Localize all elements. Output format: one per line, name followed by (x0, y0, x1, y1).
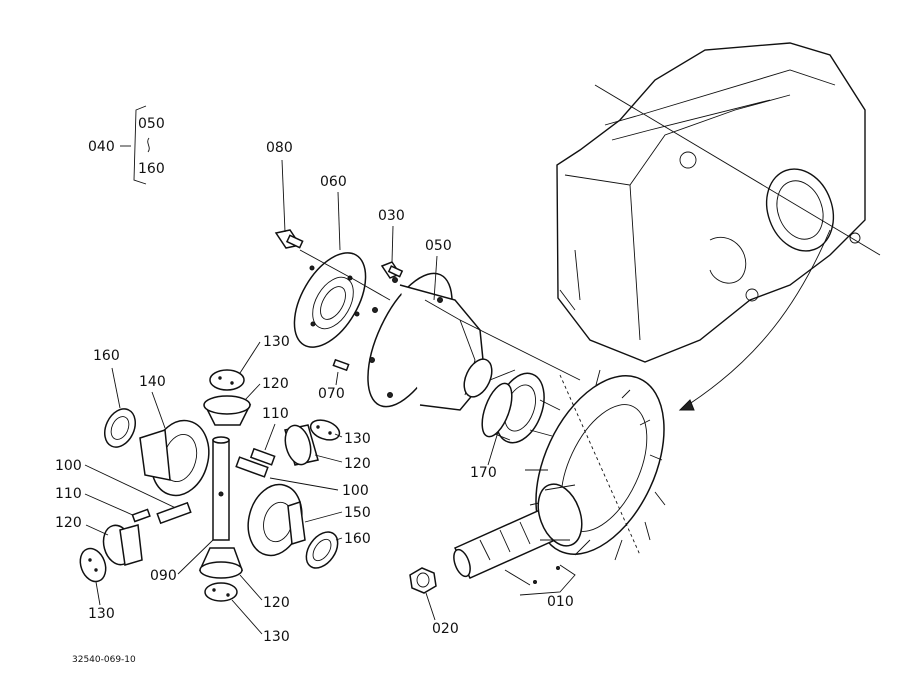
pinion-shaft-icon (212, 436, 230, 541)
label-130-bottom: 130 (263, 629, 290, 645)
pinion-shaft-icon (453, 483, 583, 579)
label-100-left: 100 (55, 458, 82, 474)
label-160-group: 160 (138, 161, 165, 177)
label-050: 050 (425, 238, 452, 254)
label-160-right: 160 (344, 531, 371, 547)
bevel-gear-icon (203, 395, 252, 426)
differential-case-icon (367, 272, 493, 411)
pin-icon (156, 501, 192, 525)
flange-icon (293, 252, 367, 348)
bevel-gear-icon (247, 483, 306, 557)
nut-icon (409, 567, 437, 594)
label-090: 090 (150, 568, 177, 584)
label-120-mid: 120 (344, 456, 371, 472)
bolt-icon (380, 261, 404, 279)
label-110-mid: 110 (262, 406, 289, 422)
bevel-gear-icon (102, 524, 143, 566)
drawing-code: 32540-069-10 (72, 655, 136, 665)
label-120-top: 120 (262, 376, 289, 392)
label-070: 070 (318, 386, 345, 402)
label-120-bottom: 120 (263, 595, 290, 611)
washer-icon (305, 531, 339, 569)
label-160-left: 160 (93, 348, 120, 364)
label-040: 040 (88, 139, 115, 155)
washer-icon (79, 547, 107, 583)
label-110-left: 110 (55, 486, 82, 502)
label-060: 060 (320, 174, 347, 190)
washer-icon (209, 369, 245, 391)
bolt-icon (274, 229, 304, 249)
label-130-mid: 130 (344, 431, 371, 447)
pin-icon (332, 358, 350, 372)
pin-icon (235, 456, 269, 478)
label-150: 150 (344, 505, 371, 521)
label-120-left: 120 (55, 515, 82, 531)
pin-icon (131, 508, 151, 523)
bevel-gear-icon (198, 547, 244, 579)
label-010: 010 (547, 594, 574, 610)
bearing-icon (481, 369, 545, 444)
label-030: 030 (378, 208, 405, 224)
label-170: 170 (470, 465, 497, 481)
label-020: 020 (432, 621, 459, 637)
label-130-top: 130 (263, 334, 290, 350)
bevel-gear-icon (284, 424, 319, 466)
housing-icon (556, 42, 881, 363)
group-040: 040 050 160 (88, 105, 165, 185)
label-130-left: 130 (88, 606, 115, 622)
label-100-right: 100 (342, 483, 369, 499)
label-140: 140 (139, 374, 166, 390)
washer-icon (309, 419, 341, 441)
pin-icon (249, 447, 276, 466)
washer-icon (104, 408, 136, 448)
label-050-group: 050 (138, 116, 165, 132)
label-080: 080 (266, 140, 293, 156)
washer-icon (204, 582, 238, 602)
bevel-gear-icon (139, 419, 210, 497)
